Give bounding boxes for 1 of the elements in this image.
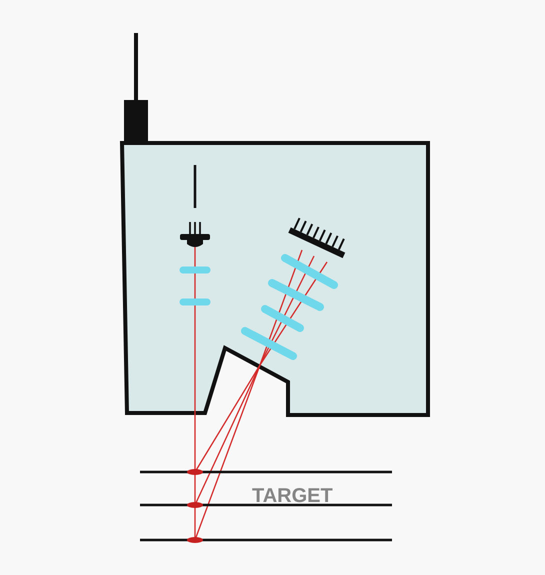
target-label: TARGET (252, 485, 333, 508)
